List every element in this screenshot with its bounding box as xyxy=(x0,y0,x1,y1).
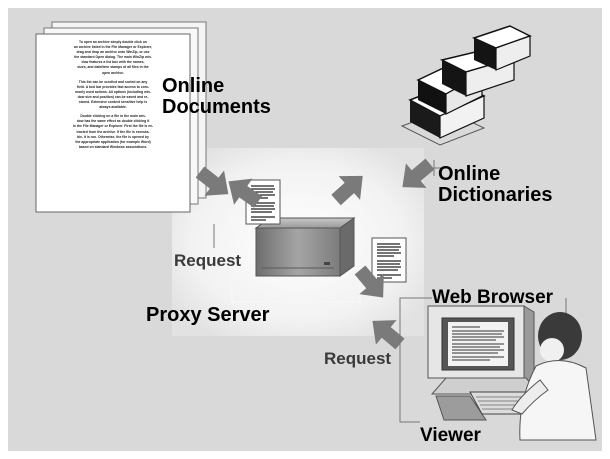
document-text-line: in the File Manager or Explorer. First t… xyxy=(72,124,154,129)
web-browser-label: Web Browser xyxy=(432,287,554,308)
online-documents-label-line-1: Online xyxy=(162,75,225,97)
document-text-line: Double clicking on a file in the main wi… xyxy=(80,114,146,119)
document-text-line: dow size and position) can be saved and … xyxy=(77,94,149,99)
online-dictionaries-label-line-1: Online xyxy=(438,163,501,185)
document-text-line: field. A tool bar provides fast access t… xyxy=(77,84,149,89)
document-text-line: open archive. xyxy=(102,70,124,75)
document-text-line: sizes, and date/time stamps of all files… xyxy=(77,65,149,70)
document-text-line: stored. Extensive context sensitive help… xyxy=(78,100,148,105)
document-text-line: based on standard Windows associations. xyxy=(78,144,148,149)
document-text-line: dow has the same effect as double clicki… xyxy=(76,119,150,124)
transferred-document-icon xyxy=(371,237,407,283)
document-text-line: ble, it is run. Otherwise, the file is o… xyxy=(77,134,149,139)
proxy-inner-frame xyxy=(231,205,361,303)
document-text-line: This list can be scrolled and sorted on … xyxy=(78,79,148,84)
online-documents-label: Online Documents xyxy=(162,76,271,118)
document-text-line: tracted from the archive. If the file is… xyxy=(76,129,150,134)
document-text-line: the appropriate application (for example… xyxy=(75,139,151,144)
online-document-text: To open an archive simply double click o… xyxy=(40,40,186,150)
document-text-line: always available. xyxy=(99,105,127,110)
document-text-line: dow features a list box with the names, xyxy=(81,60,145,65)
document-text-line: the standard Open dialog. The main WinZi… xyxy=(74,55,152,60)
dictionary-books-icon xyxy=(400,25,532,146)
online-documents-label-line-2: Documents xyxy=(162,96,271,118)
online-documents-stack xyxy=(35,21,207,213)
online-dictionaries-label: Online Dictionaries xyxy=(438,164,552,206)
request-label: Request xyxy=(174,251,242,270)
document-text-line: drag and drop an archive onto WinZip, or… xyxy=(76,50,150,55)
viewer-label: Viewer xyxy=(420,425,481,446)
web-browser-workstation xyxy=(427,305,597,441)
proxy-server-icon xyxy=(254,217,356,277)
document-text-line: monly used actions. All options (includi… xyxy=(75,89,151,94)
document-text-line: an archive listed in the File Manager or… xyxy=(73,45,152,50)
online-dictionaries-label-line-2: Dictionaries xyxy=(438,184,553,206)
proxy-server-label: Proxy Server xyxy=(146,304,270,326)
request-label: Request xyxy=(324,349,392,368)
online-documents-page xyxy=(35,33,191,213)
document-text-line: To open an archive simply double click o… xyxy=(79,40,147,44)
